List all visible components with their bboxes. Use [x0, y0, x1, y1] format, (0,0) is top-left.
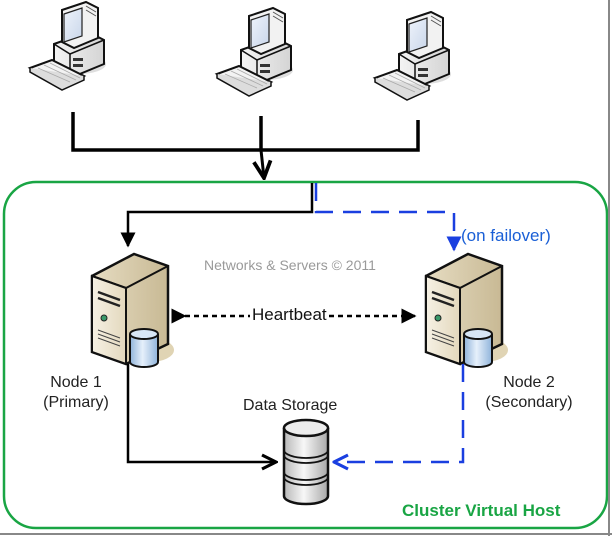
failover-label: (on failover): [461, 226, 551, 245]
server-icon: [424, 252, 510, 369]
desktop-computer-icon: [216, 7, 294, 97]
node-1-label: Node 1 (Primary): [28, 373, 124, 413]
client-network-bus: [71, 112, 420, 152]
node-2-title: Node 2: [503, 374, 555, 391]
data-storage-label: Data Storage: [243, 397, 338, 414]
primary-route-line: [120, 183, 314, 248]
desktop-computer-icon: [29, 1, 107, 91]
watermark-text: Networks & Servers © 2011: [204, 257, 376, 273]
server-icon: [90, 252, 176, 369]
cluster-virtual-host-label: Cluster Virtual Host: [402, 501, 561, 520]
failover-storage-link: [334, 364, 465, 462]
cluster-virtual-host-boundary: [2, 180, 609, 530]
bus-to-cluster-arrow: [261, 149, 264, 178]
heartbeat-label: Heartbeat: [250, 305, 329, 325]
node-1-role: (Primary): [43, 394, 109, 411]
desktop-computer-icon: [374, 11, 452, 101]
node-2-role: (Secondary): [485, 394, 573, 411]
failover-route-line: [314, 183, 462, 252]
database-icon: [282, 418, 330, 506]
node-2-label: Node 2 (Secondary): [474, 373, 584, 413]
node-1-title: Node 1: [50, 374, 102, 391]
primary-storage-link: [126, 364, 276, 462]
